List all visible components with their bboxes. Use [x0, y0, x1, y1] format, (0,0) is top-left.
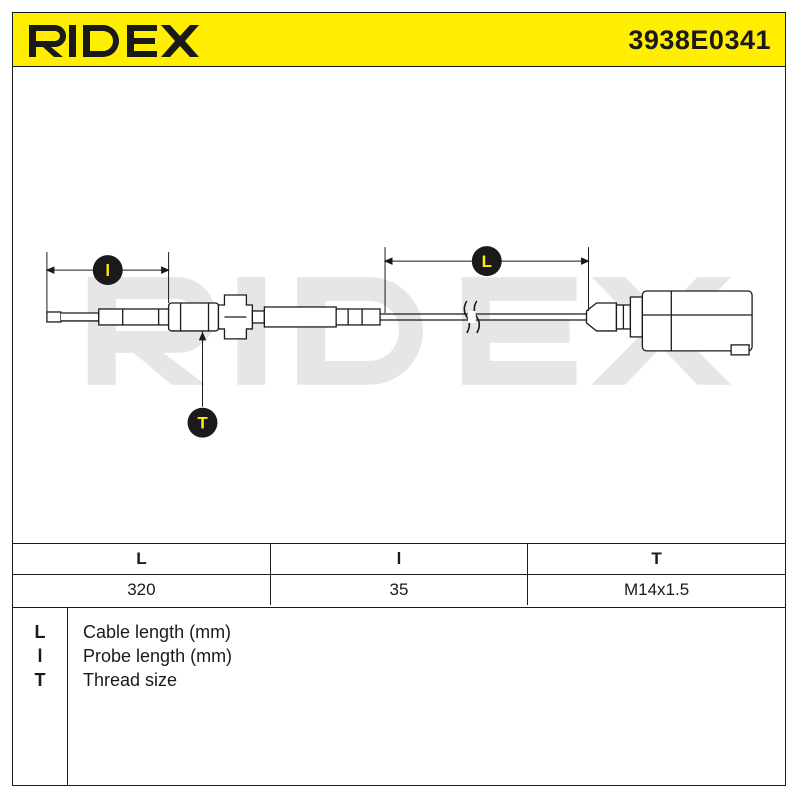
- svg-text:l: l: [105, 261, 110, 280]
- legend-key: T: [34, 670, 46, 690]
- svg-text:T: T: [197, 414, 208, 433]
- thread-callout: T: [187, 407, 218, 438]
- technical-sheet: 3938E0341: [12, 12, 786, 786]
- header-thread-size: T: [527, 543, 785, 575]
- value-probe-length: 35: [270, 574, 529, 605]
- probe-length-callout: l: [92, 255, 123, 286]
- sensor-outline: [46, 290, 753, 356]
- dimensions-header-row: L l T: [13, 543, 785, 575]
- legend-descriptions: Cable length (mm) Probe length (mm) Thre…: [83, 620, 232, 692]
- ridex-logo: [29, 25, 199, 57]
- legend-description: Thread size: [83, 670, 178, 690]
- dimensions-table: L l T 320 35 M14x1.5: [13, 543, 785, 605]
- svg-text:L: L: [482, 252, 492, 271]
- legend-key: l: [37, 646, 43, 666]
- legend-key: L: [34, 622, 46, 642]
- legend-keys: L l T: [13, 608, 68, 785]
- header-cable-length: L: [13, 543, 271, 575]
- legend: L l T Cable length (mm) Probe length (mm…: [13, 607, 785, 785]
- thread-leader: [198, 330, 207, 407]
- dimensions-value-row: 320 35 M14x1.5: [13, 574, 785, 605]
- value-cable-length: 320: [13, 574, 271, 605]
- part-number: 3938E0341: [628, 25, 771, 55]
- legend-description: Cable length (mm): [83, 622, 232, 642]
- sensor-drawing: l L T: [45, 246, 753, 438]
- legend-description: Probe length (mm): [83, 646, 233, 666]
- value-thread-size: M14x1.5: [527, 574, 785, 605]
- cable-length-dimension: [383, 247, 590, 313]
- header-bar: 3938E0341: [13, 13, 785, 67]
- cable-length-callout: L: [471, 246, 502, 277]
- header-probe-length: l: [270, 543, 529, 575]
